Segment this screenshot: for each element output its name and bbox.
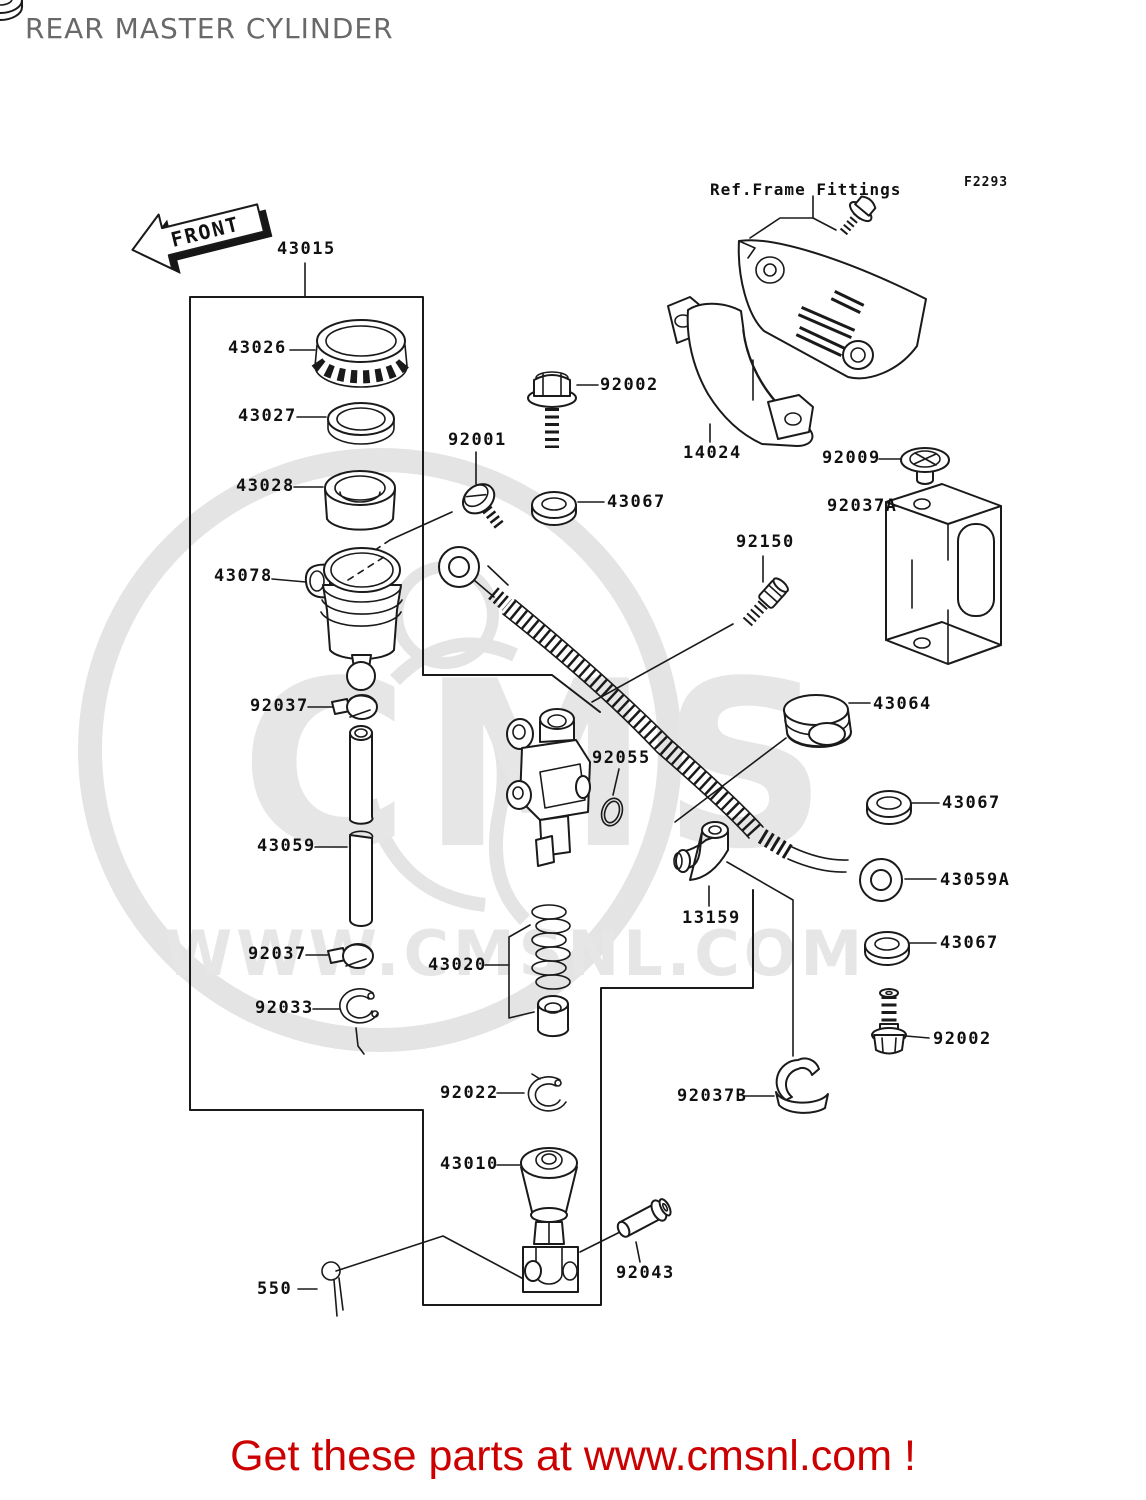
part-label-43020: 43020 [428, 955, 487, 975]
ref-frame-fitting [737, 195, 927, 380]
part-drawing-92001 [462, 483, 505, 530]
part-label-92037A: 92037A [827, 496, 898, 516]
part-label-43067-3: 43067 [940, 933, 999, 953]
part-drawing-43067-mid [866, 790, 912, 825]
part-label-92001: 92001 [448, 430, 507, 450]
part-label-92055: 92055 [592, 748, 651, 768]
front-arrow: FRONT [131, 203, 273, 274]
part-drawing-43028 [324, 470, 396, 531]
part-label-92022: 92022 [440, 1083, 499, 1103]
part-drawing-43027 [327, 402, 395, 445]
part-drawing-master-cylinder-body [506, 708, 591, 867]
footer-promo-link[interactable]: Get these parts at www.cmsnl.com ! [230, 1432, 916, 1480]
part-drawing-92037B [775, 1057, 829, 1114]
part-label-92002-2: 92002 [933, 1029, 992, 1049]
part-label-13159: 13159 [682, 908, 741, 928]
part-drawing-92037-upper [331, 694, 378, 720]
part-label-43027: 43027 [238, 406, 297, 426]
part-drawing-92009 [900, 447, 950, 485]
figure-code: F2293 [964, 175, 1009, 190]
part-label-92037: 92037 [250, 696, 309, 716]
part-label-43026: 43026 [228, 338, 287, 358]
part-label-92150: 92150 [736, 532, 795, 552]
part-label-550: 550 [257, 1279, 293, 1299]
watermark-url: WWW.CMSNL.COM [164, 917, 866, 990]
part-label-43015: 43015 [277, 239, 336, 259]
part-label-43010: 43010 [440, 1154, 499, 1174]
part-drawing-92002-top [527, 371, 577, 448]
part-label-92043: 92043 [616, 1263, 675, 1283]
part-drawing-92022 [527, 1073, 567, 1112]
part-drawing-92150 [741, 577, 789, 628]
ref-frame-fittings-note: Ref.Frame Fittings [710, 180, 902, 199]
part-drawing-92043 [616, 1198, 672, 1238]
part-drawing-brake-hose [438, 546, 903, 902]
part-label-43059A: 43059A [940, 870, 1011, 890]
part-drawing-43010 [520, 1147, 579, 1293]
part-label-92009: 92009 [822, 448, 881, 468]
part-drawing-92033 [339, 988, 379, 1055]
part-label-43064: 43064 [873, 694, 932, 714]
part-drawing-92055 [600, 797, 624, 827]
part-drawing-43067-top [531, 491, 577, 526]
page-title: REAR MASTER CYLINDER [25, 12, 394, 45]
part-label-43059: 43059 [257, 836, 316, 856]
part-drawing-43059 [349, 725, 374, 927]
part-drawing-92037A [885, 483, 1002, 665]
part-label-14024: 14024 [683, 443, 742, 463]
part-label-92033: 92033 [255, 998, 314, 1018]
part-label-92002: 92002 [600, 375, 659, 395]
part-drawing-43026 [311, 319, 411, 388]
part-label-43028: 43028 [236, 476, 295, 496]
part-drawing-92002-bottom [871, 988, 907, 1055]
part-drawing-43067-low [864, 931, 910, 966]
part-drawing-43064 [783, 694, 852, 748]
part-drawing-550 [321, 1261, 344, 1317]
part-drawing-14024 [667, 296, 814, 447]
part-label-92037-2: 92037 [248, 944, 307, 964]
part-label-43067: 43067 [607, 492, 666, 512]
part-drawing-43020 [531, 904, 571, 1038]
part-label-43067-2: 43067 [942, 793, 1001, 813]
part-drawing-43078 [304, 547, 403, 691]
part-drawing-13159 [673, 821, 729, 881]
part-label-92037B: 92037B [677, 1086, 748, 1106]
part-label-43078: 43078 [214, 566, 273, 586]
assembly-outline [189, 296, 754, 1306]
